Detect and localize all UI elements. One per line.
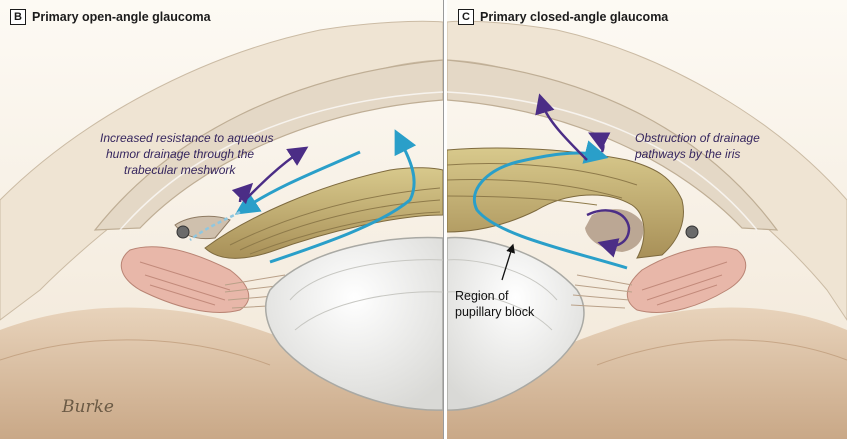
closed-angle-illustration (447, 0, 847, 439)
open-angle-illustration: Burke (0, 0, 443, 439)
panel-open-angle: Burke B Primary open-angle glaucoma Incre… (0, 0, 443, 439)
panel-c-title: C Primary closed-angle glaucoma (458, 9, 668, 25)
panel-b-title: B Primary open-angle glaucoma (10, 9, 211, 25)
annotation-line: humor drainage through the (100, 146, 273, 162)
label-pupillary-block: Region of pupillary block (455, 288, 534, 320)
annotation-increased-resistance: Increased resistance to aqueous humor dr… (100, 130, 273, 178)
annotation-obstruction: Obstruction of drainage pathways by the … (635, 130, 760, 162)
panel-letter-b: B (10, 9, 26, 25)
artist-signature: Burke (61, 397, 114, 417)
annotation-line: Obstruction of drainage (635, 130, 760, 146)
panel-letter-c: C (458, 9, 474, 25)
label-line: pupillary block (455, 304, 534, 320)
panel-b-title-text: Primary open-angle glaucoma (32, 10, 211, 24)
annotation-line: pathways by the iris (635, 146, 760, 162)
annotation-line: trabecular meshwork (100, 162, 273, 178)
label-line: Region of (455, 288, 534, 304)
panel-c-title-text: Primary closed-angle glaucoma (480, 10, 668, 24)
annotation-line: Increased resistance to aqueous (100, 130, 273, 146)
panel-closed-angle: C Primary closed-angle glaucoma Obstructi… (447, 0, 847, 439)
